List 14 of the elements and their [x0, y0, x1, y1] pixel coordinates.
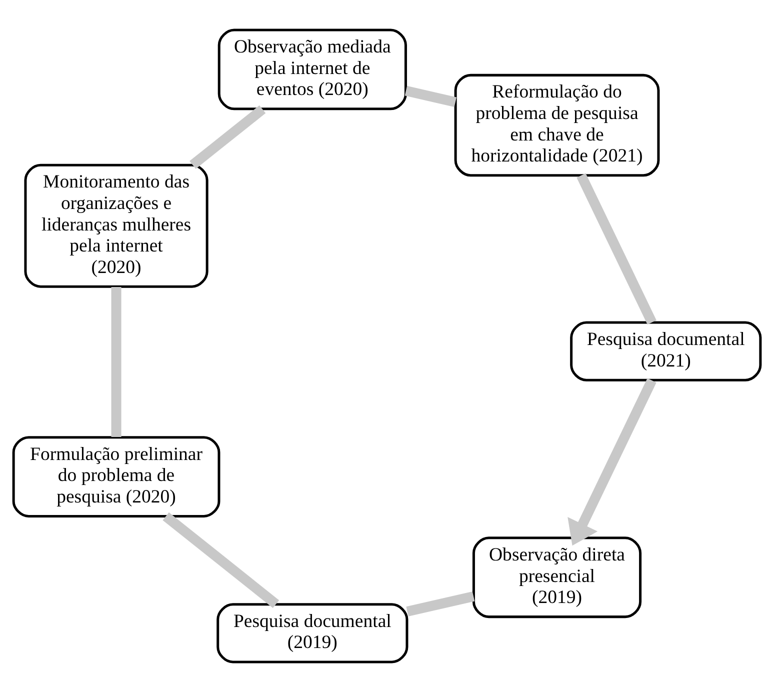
connector	[162, 512, 280, 608]
connector	[406, 591, 475, 616]
node-box: Observação mediada pela internet de eventos (2020)	[218, 28, 407, 110]
node-box: Formulação preliminar do problema de pesquisa (2020)	[12, 436, 220, 517]
node-box: Reformulação do problema de pesquisa em chave de horizontalidade (2021)	[454, 73, 660, 176]
node-box: Monitoramento das organizações e lideranças mulheres pela internet (2020)	[24, 163, 208, 288]
connector	[404, 85, 456, 106]
node-box: Pesquisa documental (2019)	[216, 602, 408, 663]
connector	[576, 172, 656, 324]
connector	[111, 286, 122, 437]
node-box: Pesquisa documental (2021)	[570, 320, 762, 381]
connector	[190, 104, 266, 168]
node-box: Observação direta presencial (2019)	[472, 536, 642, 618]
arrow	[568, 378, 656, 546]
